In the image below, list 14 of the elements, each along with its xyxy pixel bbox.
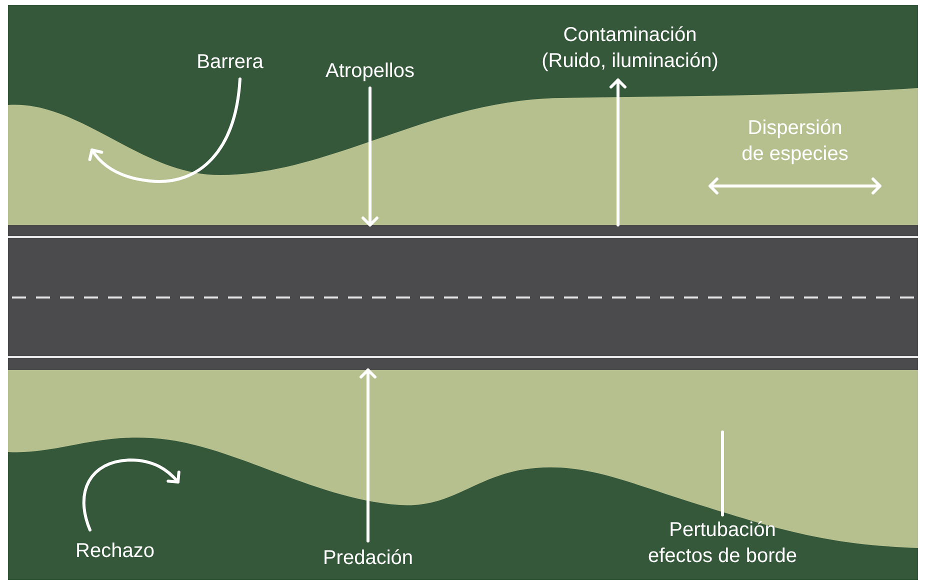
arrow — [362, 86, 378, 226]
effect-label: Pertubación efectos de borde — [635, 517, 810, 569]
effect-label: (Ruido, iluminación) — [542, 49, 718, 74]
effect-label: Dispersión de especies — [735, 115, 855, 167]
road — [8, 225, 918, 370]
arrow — [610, 78, 626, 226]
effect-label: Contaminación — [563, 23, 697, 48]
effect-label: Barrera — [180, 49, 280, 75]
effect-label: Atropellos — [310, 58, 430, 84]
arrow — [88, 78, 242, 183]
effect-label: Rechazo — [60, 538, 170, 564]
arrow — [82, 458, 180, 532]
effect-label: Predación — [308, 545, 428, 571]
arrow — [360, 368, 376, 542]
